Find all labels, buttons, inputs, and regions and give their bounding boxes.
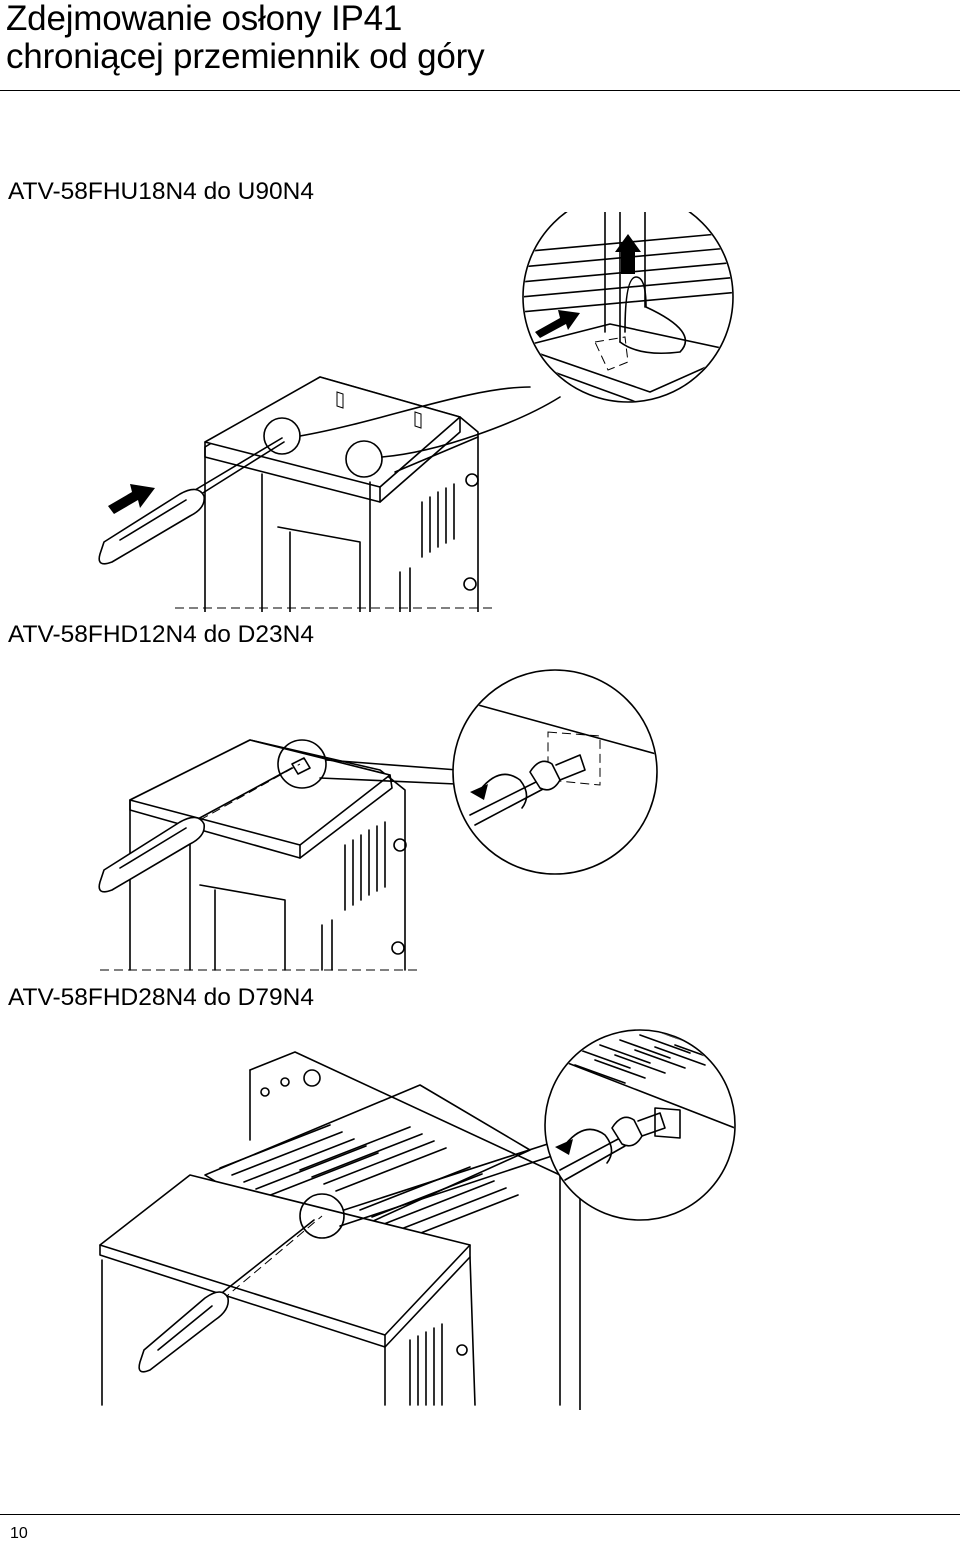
title-divider bbox=[0, 90, 960, 91]
title-line-2: chroniącej przemiennik od góry bbox=[6, 37, 485, 76]
lift-arrow-icon bbox=[615, 234, 641, 274]
push-arrow-icon bbox=[108, 484, 155, 514]
figure-2 bbox=[0, 660, 960, 980]
screwdriver-icon bbox=[98, 437, 285, 565]
figure-1 bbox=[0, 212, 960, 612]
drive-unit-illustration-3 bbox=[99, 1051, 581, 1410]
screw-icon bbox=[611, 1112, 666, 1147]
push-arrow-icon bbox=[535, 310, 580, 338]
page-title: Zdejmowanie osłony IP41 chroniącej przem… bbox=[6, 0, 485, 76]
page-number: 10 bbox=[10, 1525, 28, 1542]
figure-3 bbox=[0, 1020, 960, 1410]
title-line-1: Zdejmowanie osłony IP41 bbox=[6, 0, 403, 38]
detail-magnifier-2 bbox=[452, 669, 658, 875]
rotate-arrow-icon bbox=[479, 773, 528, 809]
section-label-3: ATV-58FHD28N4 do D79N4 bbox=[8, 984, 314, 1011]
drive-unit-illustration-1 bbox=[175, 376, 495, 612]
screw-icon bbox=[529, 754, 586, 791]
detail-magnifier-3 bbox=[544, 1029, 736, 1221]
footer-divider bbox=[0, 1514, 960, 1515]
screwdriver-icon bbox=[98, 757, 311, 893]
section-label-2: ATV-58FHD12N4 do D23N4 bbox=[8, 621, 314, 648]
screwdriver-icon bbox=[138, 1215, 323, 1373]
detail-magnifier-1 bbox=[522, 212, 734, 403]
rotate-arrow-icon bbox=[564, 1128, 613, 1164]
section-label-1: ATV-58FHU18N4 do U90N4 bbox=[8, 178, 314, 205]
drive-unit-illustration-2 bbox=[100, 739, 420, 971]
